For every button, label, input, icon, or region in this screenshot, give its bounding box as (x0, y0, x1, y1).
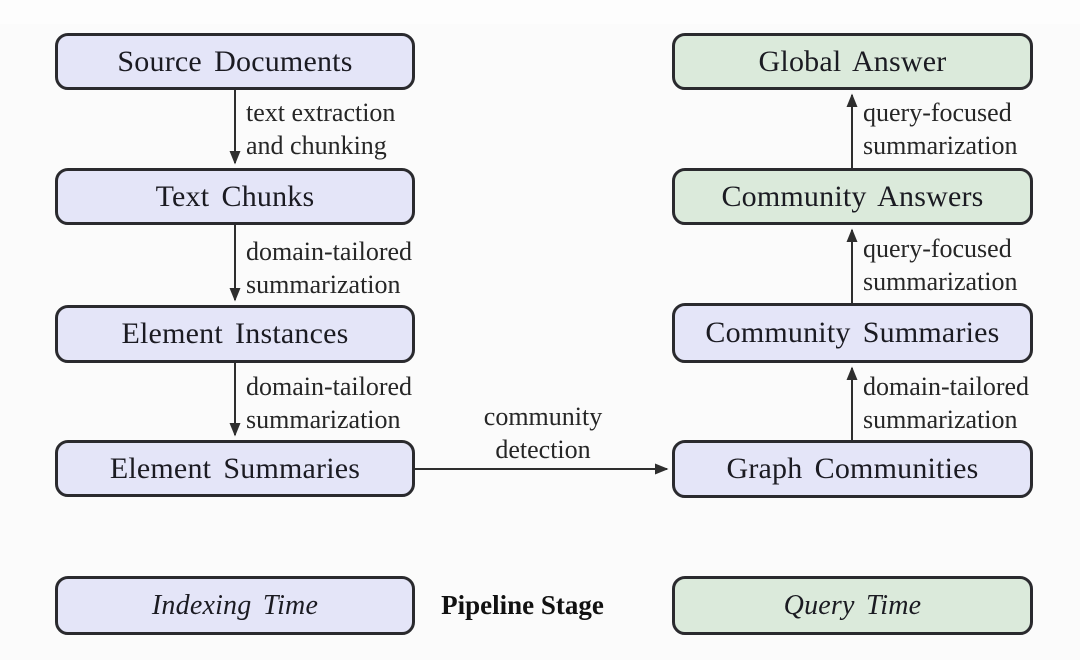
node-label: Community Summaries (705, 316, 1000, 349)
top-band (0, 0, 1080, 24)
node-label: Source Documents (117, 44, 353, 78)
edge-label-query-summarization-2: query-focused summarization (863, 96, 1018, 162)
edge-label-line: community (483, 402, 603, 431)
edge-label-summarization-3: domain-tailored summarization (863, 370, 1029, 436)
legend-label: Pipeline Stage (441, 590, 604, 620)
node-label: Element Summaries (109, 451, 361, 485)
edge-label-line: summarization (246, 405, 401, 434)
legend-indexing-time: Indexing Time (55, 576, 415, 635)
node-graph-communities: Graph Communities (672, 440, 1033, 498)
edge-label-line: domain-tailored (246, 237, 413, 266)
edge-label-line: query-focused (863, 98, 1012, 127)
node-label: Global Answer (758, 44, 947, 78)
edge-label-line: and chunking (246, 131, 387, 160)
node-text-chunks: Text Chunks (55, 168, 415, 225)
edge-label-line: summarization (863, 267, 1018, 296)
edge-label-line: domain-tailored (863, 372, 1030, 401)
edge-label-text-extraction: text extraction and chunking (246, 96, 395, 162)
edge-label-line: summarization (863, 405, 1018, 434)
node-global-answer: Global Answer (672, 33, 1033, 90)
node-label: Community Answers (721, 179, 984, 213)
edge-label-query-summarization-1: query-focused summarization (863, 232, 1018, 298)
node-label: Graph Communities (726, 452, 979, 485)
node-label: Text Chunks (155, 179, 315, 213)
node-element-instances: Element Instances (55, 305, 415, 363)
edge-label-line: text extraction (246, 98, 396, 127)
edge-label-line: summarization (863, 131, 1018, 160)
edge-label-line: detection (495, 435, 591, 464)
edge-label-summarization-1: domain-tailored summarization (246, 235, 412, 301)
node-source-documents: Source Documents (55, 33, 415, 90)
node-community-answers: Community Answers (672, 168, 1033, 225)
edge-label-line: query-focused (863, 234, 1012, 263)
legend-pipeline-stage: Pipeline Stage (400, 576, 645, 635)
node-community-summaries: Community Summaries (672, 303, 1033, 363)
node-label: Element Instances (121, 317, 349, 350)
edge-label-summarization-2: domain-tailored summarization (246, 370, 412, 436)
edge-label-line: summarization (246, 270, 401, 299)
legend-query-time: Query Time (672, 576, 1033, 635)
legend-label: Indexing Time (151, 589, 319, 621)
edge-label-community-detection: community detection (428, 400, 658, 466)
node-element-summaries: Element Summaries (55, 440, 415, 497)
legend-label: Query Time (783, 589, 922, 621)
edge-label-line: domain-tailored (246, 372, 413, 401)
